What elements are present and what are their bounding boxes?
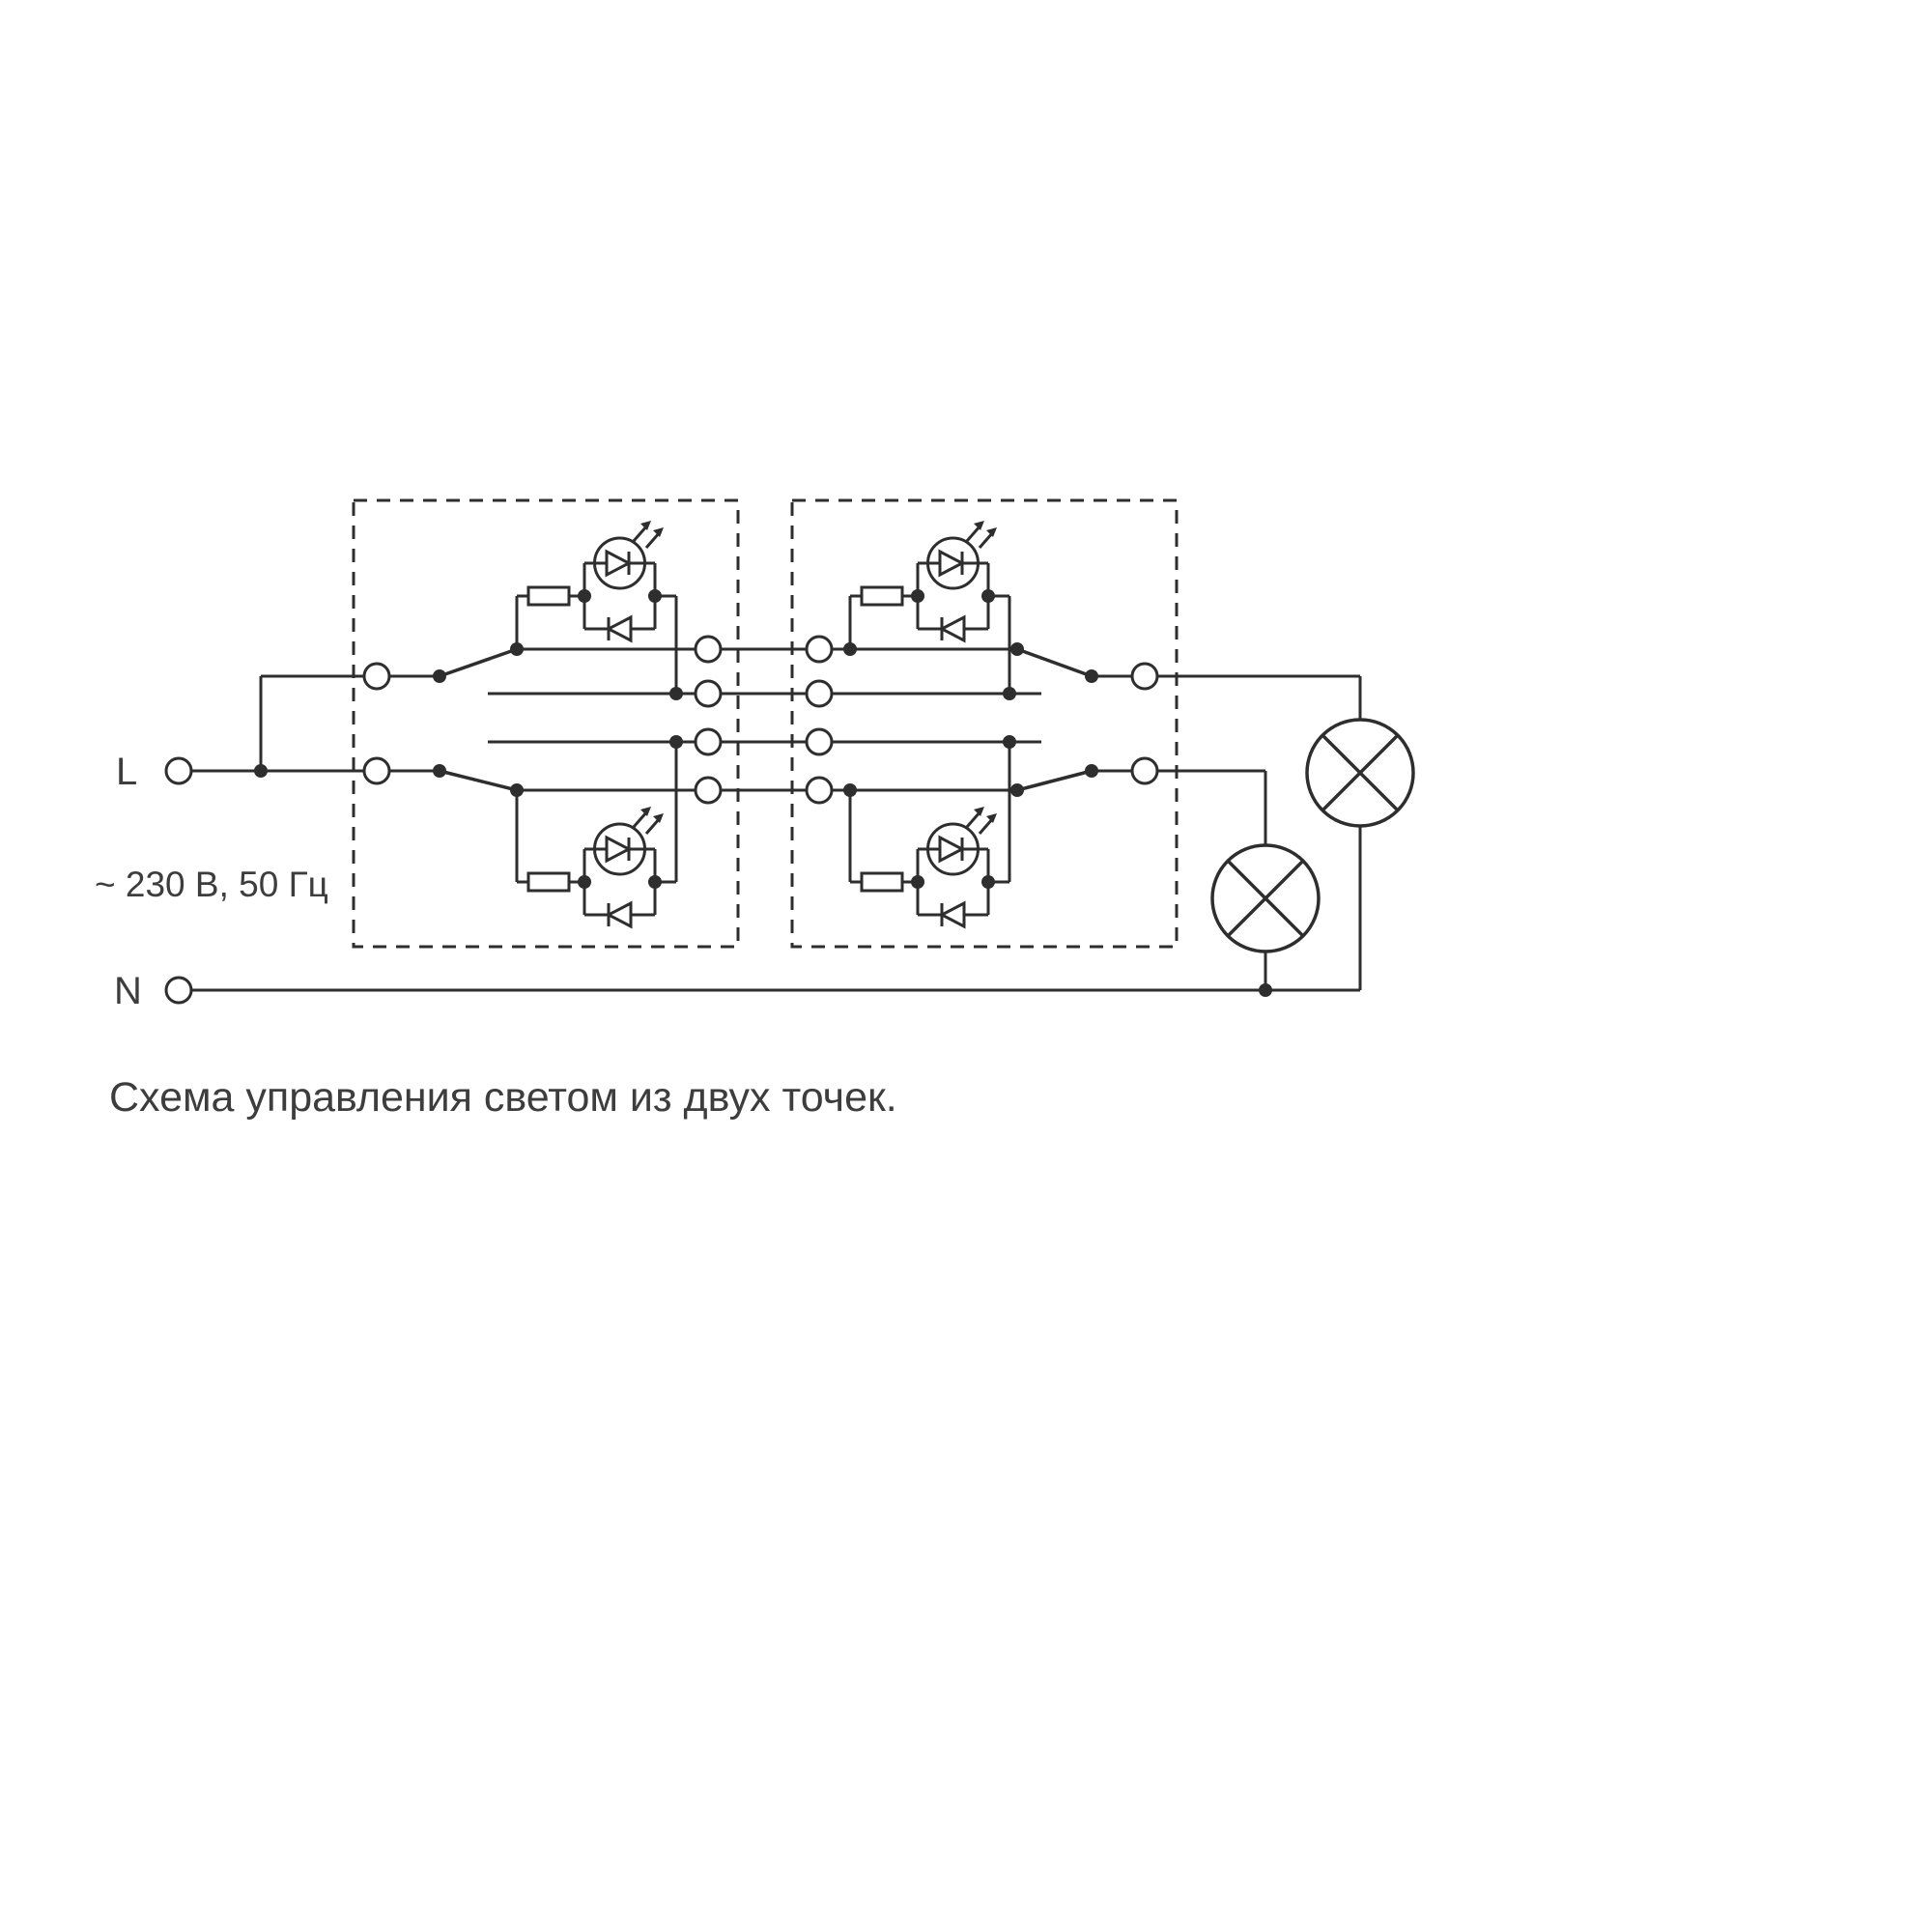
- terminals: [164, 635, 1159, 1005]
- line-feed-wire: [191, 674, 364, 773]
- terminal: [1130, 662, 1159, 691]
- terminal: [805, 679, 834, 708]
- supply-voltage-label: ~ 230 В, 50 Гц: [95, 865, 328, 904]
- terminal: [362, 756, 391, 785]
- led-indicator: [848, 805, 1011, 928]
- diagram-caption: Схема управления светом из двух точек.: [109, 1074, 897, 1121]
- terminal: [694, 635, 723, 664]
- traveler-wires: [721, 647, 807, 792]
- terminal: [362, 662, 391, 691]
- led-indicator: [515, 805, 678, 928]
- terminal: [805, 776, 834, 805]
- line-label: L: [116, 751, 137, 793]
- switch-unit-2-blades: [1015, 647, 1094, 792]
- terminal: [694, 776, 723, 805]
- led-indicator: [515, 519, 678, 642]
- led-indicator: [848, 519, 1011, 642]
- lamp-and-neutral-wires: [191, 674, 1362, 992]
- switch-unit-2-wires: [832, 647, 1132, 792]
- lamp-1: [1305, 718, 1415, 828]
- lamp-2: [1210, 843, 1321, 953]
- terminal: [805, 635, 834, 664]
- switch-unit-1-wires: [389, 647, 696, 792]
- switch-unit-1-outline: [352, 498, 740, 949]
- junction-dots: [254, 642, 1272, 997]
- terminal-L: [164, 756, 193, 785]
- neutral-label: N: [114, 970, 142, 1012]
- switch-unit-2-outline: [790, 498, 1179, 949]
- switch-unit-1-blades: [438, 647, 519, 792]
- lamp-1-cross: [1321, 733, 1400, 812]
- terminal: [805, 727, 834, 756]
- lamp-2-cross: [1226, 859, 1305, 938]
- terminal: [694, 679, 723, 708]
- led-connector-wires: [515, 596, 1011, 882]
- terminal-N: [164, 976, 193, 1005]
- terminal: [1130, 756, 1159, 785]
- terminal: [694, 727, 723, 756]
- wires: [191, 596, 1362, 992]
